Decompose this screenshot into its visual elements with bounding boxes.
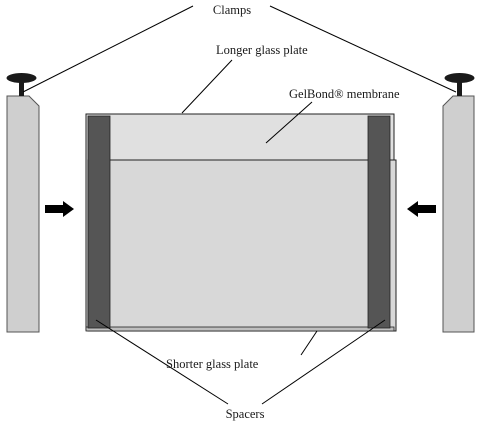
left-spacer — [87, 115, 111, 329]
longer-plate-label: Longer glass plate — [216, 43, 308, 57]
right-arrow-icon — [407, 201, 436, 217]
leader-lines — [22, 5, 457, 405]
right-clamp-screw-stem — [457, 82, 462, 96]
right-clamp — [442, 73, 475, 333]
gelbond-membrane-edge — [85, 326, 395, 332]
membrane-label: GelBond® membrane — [289, 87, 400, 101]
shorter-plate-label: Shorter glass plate — [166, 357, 259, 371]
left-arrow-icon — [45, 201, 74, 217]
shorter-plate-leader — [300, 330, 318, 356]
spacers-leader-right — [261, 319, 386, 405]
right-spacer — [367, 115, 391, 329]
membrane-leader — [265, 101, 313, 144]
shorter-glass-plate — [87, 159, 397, 332]
longer-plate-leader — [181, 59, 233, 114]
clamps-label: Clamps — [213, 3, 251, 17]
spacers-label: Spacers — [226, 407, 265, 421]
spacers-leader-left — [95, 319, 229, 405]
left-clamp-knob — [6, 73, 37, 83]
clamps-leader-right — [269, 5, 457, 93]
right-clamp-knob — [444, 73, 475, 83]
clamps-leader-left — [22, 5, 194, 93]
left-clamp-screw-stem — [19, 82, 24, 96]
left-clamp — [6, 73, 40, 333]
